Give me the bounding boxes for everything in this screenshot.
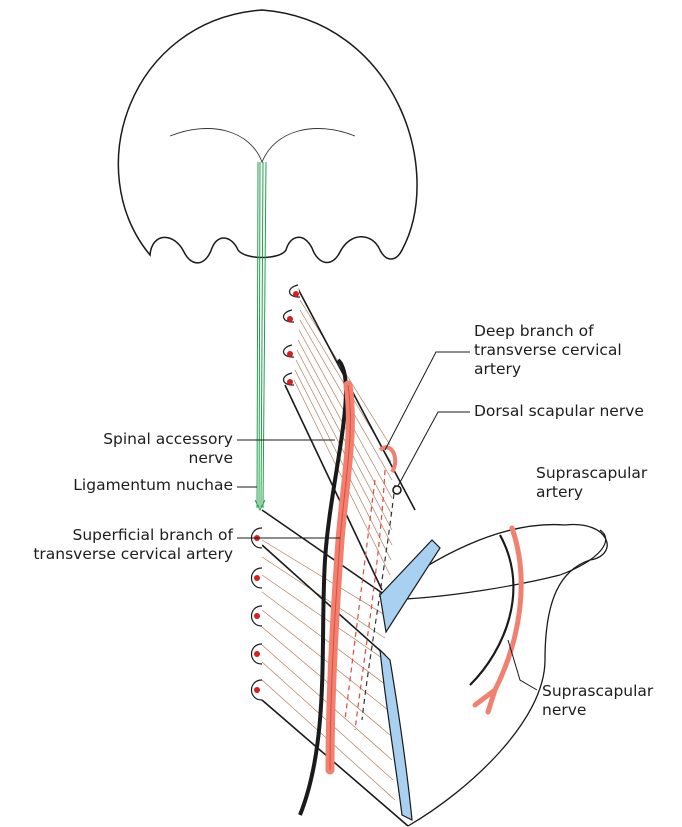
scapular-spine-lower [380,650,412,820]
label-spinal-accessory-line1: Spinal accessory [103,430,233,449]
label-suprascapular-nerve-line1: Suprascapular [542,682,653,701]
suprascapular-artery [475,528,521,712]
label-suprascapular-artery-line1: Suprascapular [536,464,647,483]
label-ligamentum-nuchae: Ligamentum nuchae [73,476,233,495]
scapular-spine-upper [380,540,440,632]
label-deep-branch-line1: Deep branch of [474,322,622,341]
label-deep-branch-line2: transverse cervical [474,341,622,360]
leader-dorsal-scapular [398,412,470,486]
label-suprascapular-nerve: Suprascapular nerve [542,682,653,720]
lower-origin-stubs [252,528,263,700]
upper-origin-stubs [284,285,300,385]
label-suprascapular-artery: Suprascapular artery [536,464,647,502]
deep-artery-dashed-2 [345,480,375,720]
skull-outline [118,10,417,263]
label-superficial-branch-line1: Superficial branch of [33,526,233,545]
label-spinal-accessory-line2: nerve [103,449,233,468]
label-deep-branch-line3: artery [474,360,622,379]
label-suprascapular-artery-line2: artery [536,483,647,502]
label-deep-branch: Deep branch of transverse cervical arter… [474,322,622,379]
leader-deep-branch [385,352,470,450]
label-dorsal-scapular-nerve: Dorsal scapular nerve [474,402,644,421]
label-superficial-branch: Superficial branch of transverse cervica… [33,526,233,564]
label-suprascapular-nerve-line2: nerve [542,701,653,720]
label-spinal-accessory-nerve: Spinal accessory nerve [103,430,233,468]
dorsal-scapular-stub [393,486,401,494]
label-superficial-branch-line2: transverse cervical artery [33,545,233,564]
